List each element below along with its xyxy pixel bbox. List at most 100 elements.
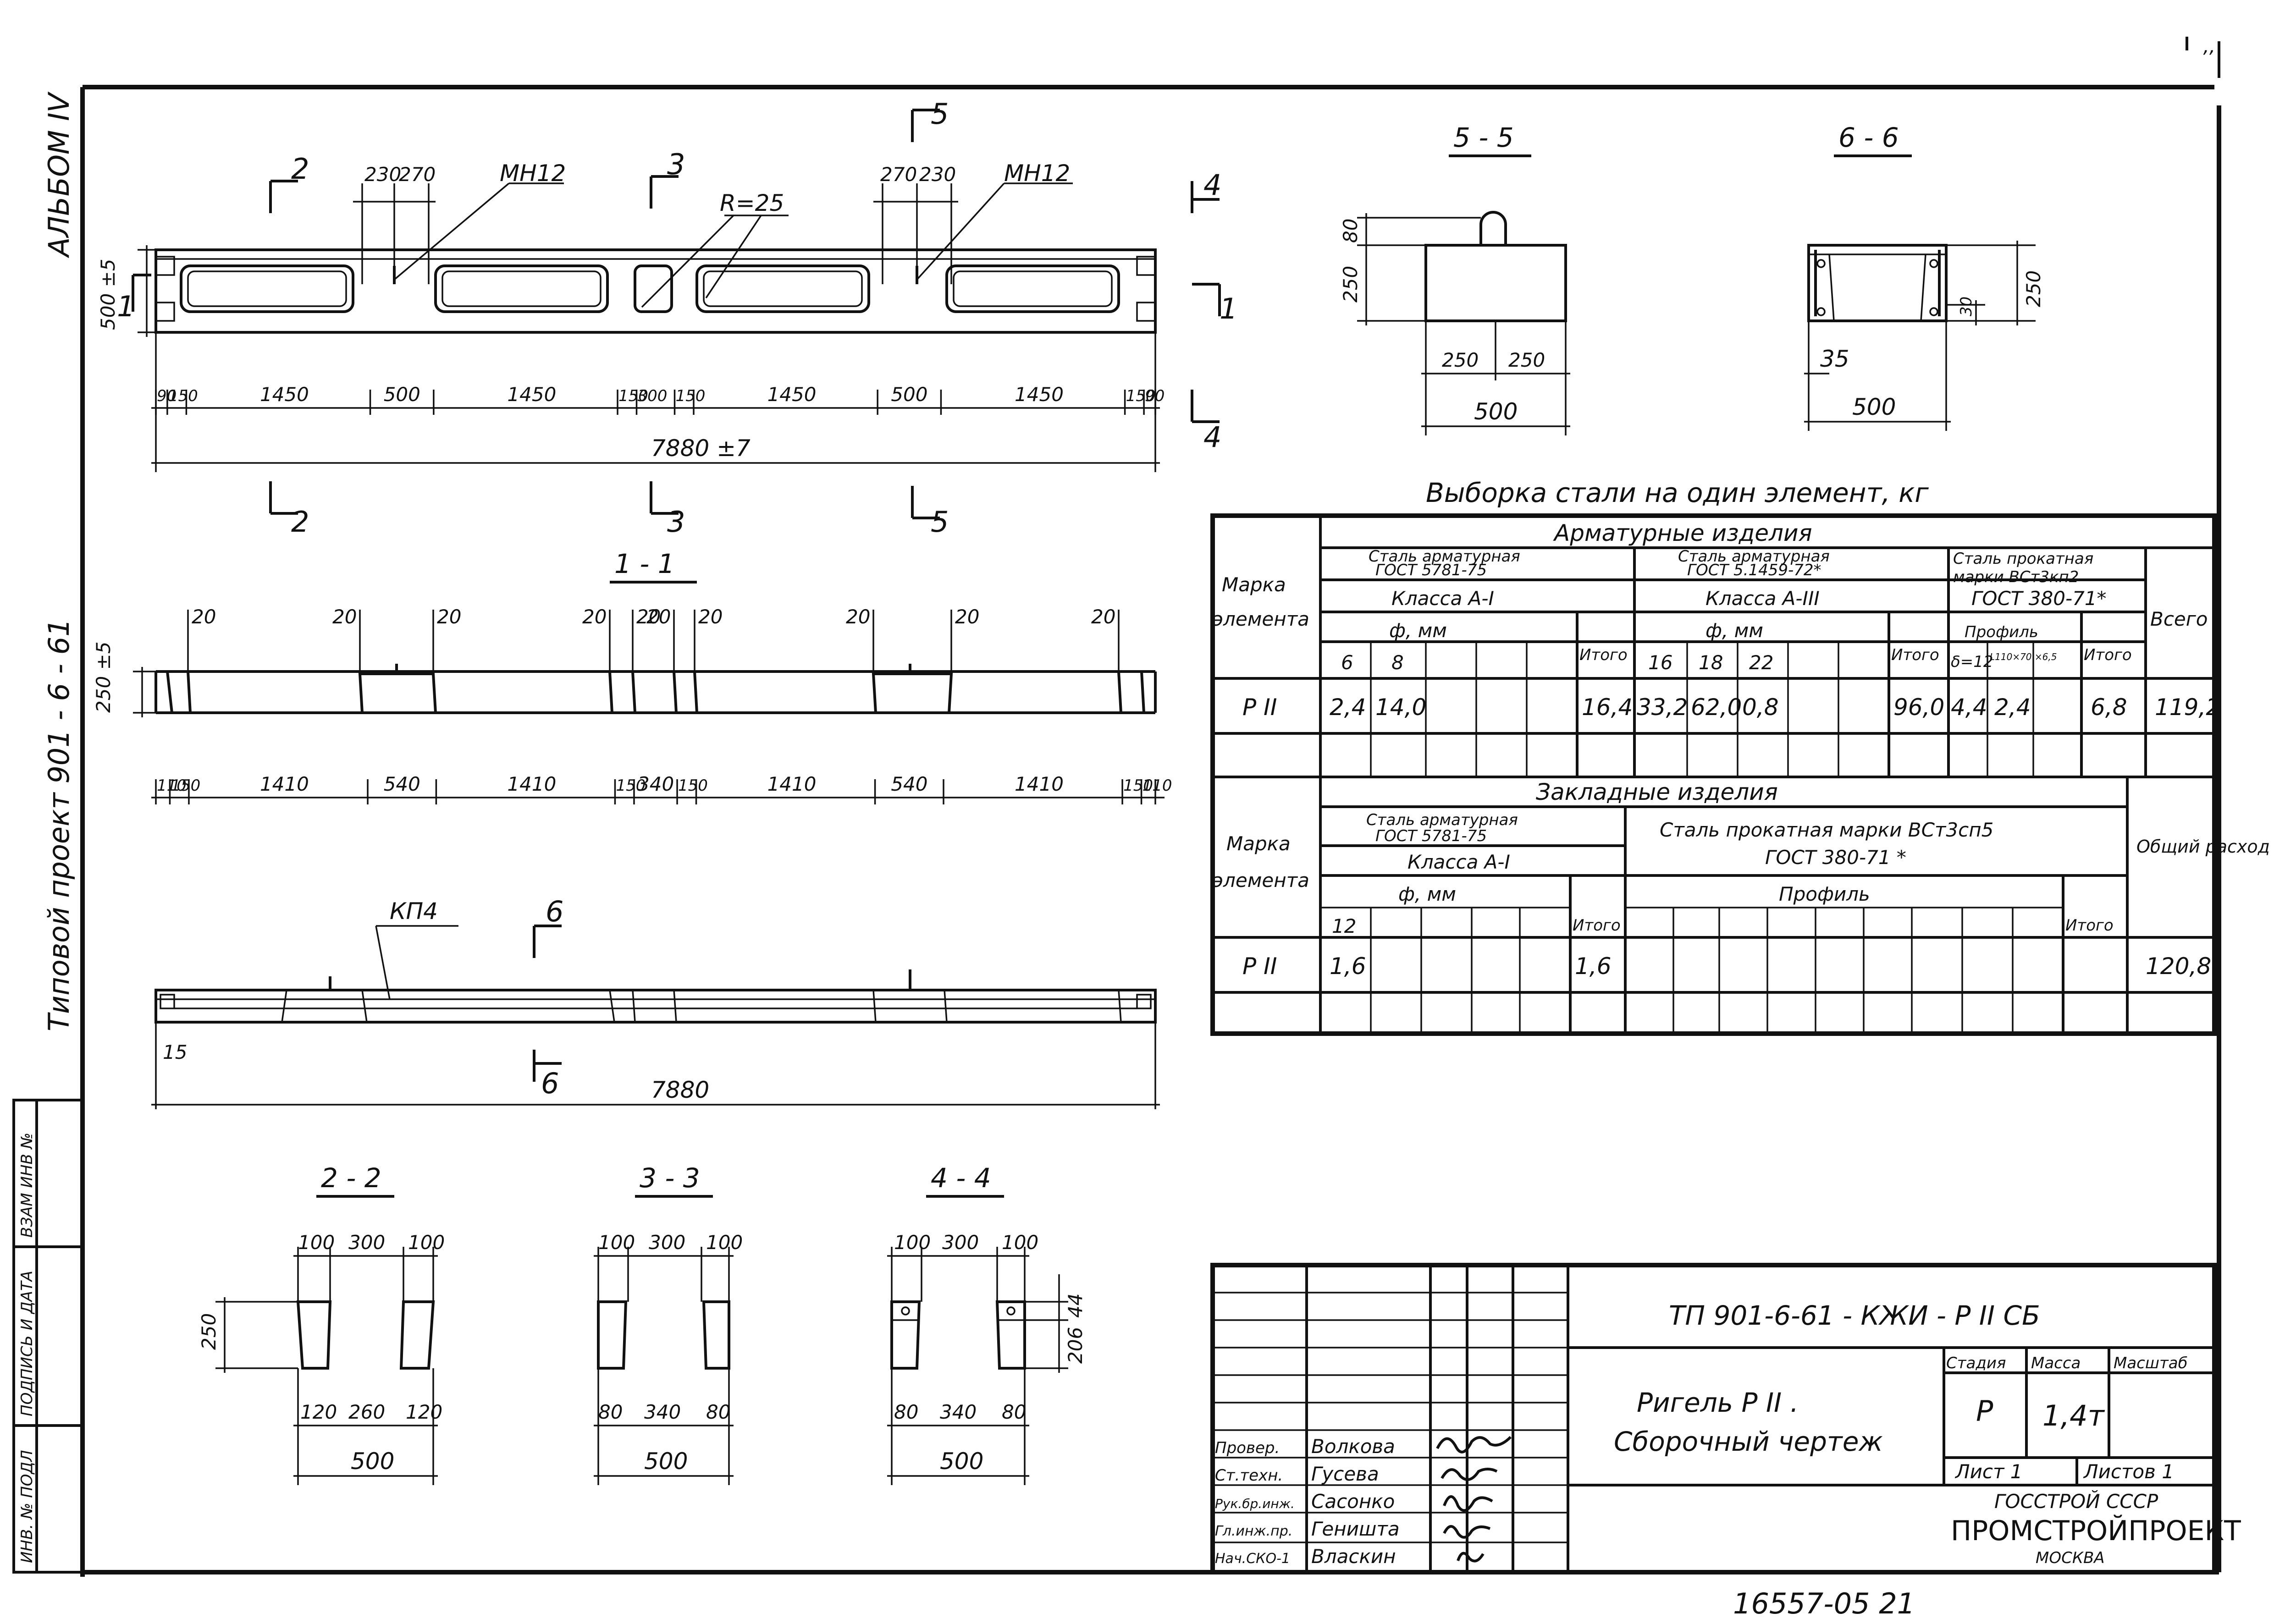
- s22-top-100a: 100: [298, 1231, 335, 1254]
- tb-mass-h: Масса: [2031, 1354, 2081, 1372]
- s11-dim-5: 150: [616, 776, 646, 795]
- section-1-1-title: 1 - 1: [614, 548, 675, 579]
- tb-org-2: ПРОМСТРОЙПРОЕКТ: [1951, 1514, 2241, 1547]
- s11-dim-2: 1410: [260, 773, 309, 795]
- s66-total: 500: [1852, 394, 1896, 420]
- tb-role-1: Ст.техн.: [1215, 1466, 1283, 1485]
- s55-total: 500: [1474, 398, 1518, 425]
- tb-name-3-person: Геништа: [1311, 1518, 1400, 1540]
- top-a3-l1: Сталь арматурная: [1678, 547, 1830, 566]
- plan-section-6-bottom: 6: [541, 1067, 559, 1100]
- bot-group: Закладные изделия: [1536, 779, 1778, 805]
- tb-sheet: Лист 1: [1954, 1460, 2023, 1483]
- s33-top-100a: 100: [598, 1231, 635, 1254]
- s55-half-right: 250: [1508, 349, 1545, 371]
- section-3-bottom: 3: [667, 505, 685, 539]
- top-pr-l3: ГОСТ 380-71*: [1971, 587, 2107, 610]
- tb-stage: Р: [1976, 1394, 1993, 1428]
- tb-name-1: Ригель Р II .: [1637, 1387, 1799, 1418]
- s22-top-300: 300: [348, 1231, 385, 1254]
- bot-pr-l1: Сталь прокатная марки ВСт3сп5: [1660, 819, 1993, 841]
- section-2-2-title: 2 - 2: [321, 1162, 381, 1194]
- s33-total: 500: [644, 1448, 688, 1475]
- elevation-dim-6: 300: [638, 387, 668, 405]
- bot-row-12: 1,6: [1330, 953, 1366, 980]
- section-5-5-title: 5 - 5: [1453, 122, 1514, 153]
- section-3-3: 3 - 3 100 300 100 80 340 80 500: [594, 1162, 743, 1485]
- s11-gap-dim-3: 20: [582, 606, 607, 628]
- top-sub-18: 18: [1699, 651, 1723, 674]
- top-row-total: 119,2: [2155, 694, 2220, 721]
- stamp-strip: ВЗАМ ИНВ № ПОДПИСЬ И ДАТА ИНВ. № ПОДЛ: [12, 1099, 84, 1574]
- plan-total: 7880: [651, 1077, 709, 1103]
- s11-gap-dim-2: 20: [437, 606, 461, 628]
- elevation-dim-3: 500: [384, 383, 420, 406]
- tb-name-1-person: Гусева: [1311, 1463, 1379, 1485]
- top-row-pr-itogo: 6,8: [2091, 694, 2127, 721]
- s66-h250: 250: [2022, 270, 2045, 307]
- section-2-bottom: 2: [291, 505, 309, 539]
- elevation-dim-10: 1450: [1015, 383, 1064, 406]
- label-mn12-right: МН12: [1004, 160, 1070, 187]
- s11-dim-7: 150: [678, 776, 708, 795]
- label-mn12-left: МН12: [500, 160, 566, 187]
- album-label: АЛЬБОМ IV: [42, 91, 76, 259]
- s11-gap-dim-8: 20: [955, 606, 979, 628]
- s22-bot-120a: 120: [300, 1401, 337, 1423]
- stamp-vzam: ВЗАМ ИНВ №: [18, 1133, 36, 1238]
- section-4-bottom: 4: [1203, 420, 1221, 454]
- s44-top-300: 300: [942, 1231, 979, 1254]
- top-sub-l110: L110×70 ×6,5: [1990, 651, 2057, 662]
- tb-org-3: МОСКВА: [2036, 1549, 2105, 1567]
- s11-gap-dim-5: 20: [646, 606, 671, 628]
- s33-top-100b: 100: [706, 1231, 743, 1254]
- s11-dim-3: 540: [384, 773, 420, 795]
- s33-bot-80a: 80: [598, 1401, 623, 1423]
- bot-a1-l1: Сталь арматурная: [1366, 811, 1518, 829]
- s44-bot-80a: 80: [894, 1401, 918, 1423]
- corner-mark: ’’: [2201, 46, 2213, 69]
- top-itogo-a1: Итого: [1579, 646, 1628, 664]
- section-6-6: 6 - 6 250 30 35 500: [1804, 122, 2045, 431]
- s11-dim-9: 540: [891, 773, 927, 795]
- top-a3-l2: ГОСТ 5.1459-72*: [1687, 561, 1821, 579]
- tb-role-4: Нач.СКО-1: [1215, 1551, 1290, 1567]
- tb-role-0: Провер.: [1215, 1439, 1280, 1457]
- dim-270-left: 270: [399, 163, 436, 186]
- top-phi-a3: ф, мм: [1706, 619, 1763, 642]
- section-6-6-title: 6 - 6: [1838, 122, 1899, 153]
- top-mark-h2: элемента: [1213, 608, 1309, 630]
- tb-role-2: Рук.бр.инж.: [1215, 1496, 1295, 1511]
- section-4-top: 4: [1203, 168, 1221, 202]
- s11-gap-dim-6: 20: [698, 606, 723, 628]
- bot-itogo-a1: Итого: [1573, 916, 1621, 935]
- s44-top-100b: 100: [1002, 1231, 1038, 1254]
- bottom-number: 16557-05 21: [1733, 1587, 1915, 1620]
- s22-top-100b: 100: [408, 1231, 445, 1254]
- tb-code: ТП 901-6-61 - КЖИ - Р II СБ: [1669, 1300, 2040, 1331]
- top-a3-class: Класса А-III: [1706, 587, 1820, 610]
- steel-table: Выборка стали на один элемент, кг Армату…: [1210, 477, 2274, 1036]
- s55-h250: 250: [1339, 266, 1362, 303]
- elevation-dim-9: 500: [891, 383, 927, 406]
- top-pr-l2: марки ВСт3кп2: [1953, 568, 2079, 586]
- s11-dim-10: 1410: [1015, 773, 1064, 795]
- elevation-dim-1: 150: [168, 387, 198, 405]
- signatures: [1436, 1436, 1512, 1563]
- top-a1-class: Класса А-I: [1391, 587, 1494, 610]
- stamp-podpis: ПОДПИСЬ И ДАТА: [18, 1271, 36, 1416]
- dim-230-right: 230: [919, 163, 956, 186]
- tb-sheets: Листов 1: [2083, 1460, 2174, 1483]
- s44-h44: 44: [1064, 1294, 1087, 1318]
- s44-bot-340: 340: [940, 1401, 977, 1423]
- top-group: Арматурные изделия: [1553, 520, 1812, 546]
- top-profile: Профиль: [1965, 623, 2038, 641]
- section-1-right: 1: [1220, 292, 1237, 325]
- top-phi-a1: ф, мм: [1389, 619, 1447, 642]
- s66-d35: 35: [1820, 346, 1849, 372]
- s22-height: 250: [198, 1313, 220, 1350]
- bot-profile: Профиль: [1779, 883, 1870, 905]
